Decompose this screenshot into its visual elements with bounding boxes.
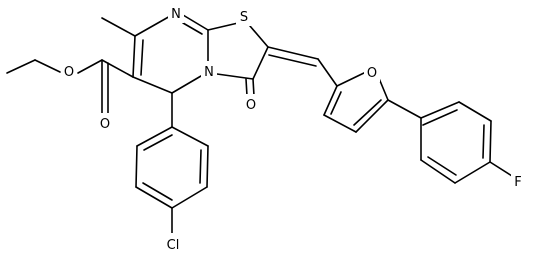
- bond: [252, 46, 269, 80]
- bond: [489, 120, 492, 163]
- atom-label-oxygen: O: [367, 66, 377, 81]
- bond: [422, 109, 458, 126]
- bond: [206, 145, 209, 188]
- atom-label-oxygen: O: [64, 65, 74, 80]
- bond: [249, 25, 269, 48]
- atom-label-oxygen: O: [100, 117, 110, 132]
- bond: [207, 22, 239, 31]
- atom-label-fluorine: F: [514, 175, 521, 190]
- bond: [323, 114, 357, 133]
- bond: [454, 161, 491, 184]
- bond: [482, 124, 485, 159]
- bond: [330, 91, 342, 115]
- bond: [420, 101, 460, 119]
- bond: [317, 58, 338, 87]
- atom-label-chlorine: Cl: [167, 238, 180, 253]
- bond: [252, 78, 255, 97]
- bond: [267, 46, 319, 60]
- bond: [140, 39, 144, 76]
- bond: [355, 99, 389, 133]
- bond: [420, 159, 456, 184]
- bond: [323, 85, 338, 116]
- bond: [34, 59, 61, 73]
- bond: [6, 59, 36, 74]
- bond: [268, 54, 317, 67]
- bond: [489, 161, 513, 177]
- bond: [171, 126, 209, 147]
- bond: [134, 14, 173, 37]
- bond: [171, 75, 202, 94]
- bond: [182, 22, 203, 35]
- bond: [182, 14, 209, 31]
- bond: [216, 73, 254, 80]
- atom-label-oxygen: O: [246, 98, 256, 113]
- bond: [427, 156, 457, 176]
- atom-labels: N S N O O O O Cl F: [61, 3, 525, 253]
- atom-label-sulfur: S: [240, 10, 248, 25]
- bond: [171, 186, 208, 209]
- atom-label-nitrogen: N: [204, 65, 214, 80]
- bond: [132, 76, 173, 94]
- bond: [199, 149, 202, 184]
- bond: [336, 71, 367, 87]
- bond: [77, 59, 103, 74]
- bond: [142, 182, 173, 201]
- bonds: [6, 14, 513, 234]
- bond: [136, 126, 173, 147]
- bond: [101, 59, 134, 78]
- bond: [101, 17, 136, 37]
- bond: [135, 145, 138, 188]
- bond: [387, 99, 422, 119]
- bond: [353, 99, 382, 126]
- bond: [245, 78, 248, 97]
- bond: [143, 134, 173, 151]
- bond: [132, 35, 136, 78]
- atom-label-nitrogen: N: [171, 7, 181, 22]
- bond: [458, 101, 492, 122]
- bond: [135, 186, 173, 209]
